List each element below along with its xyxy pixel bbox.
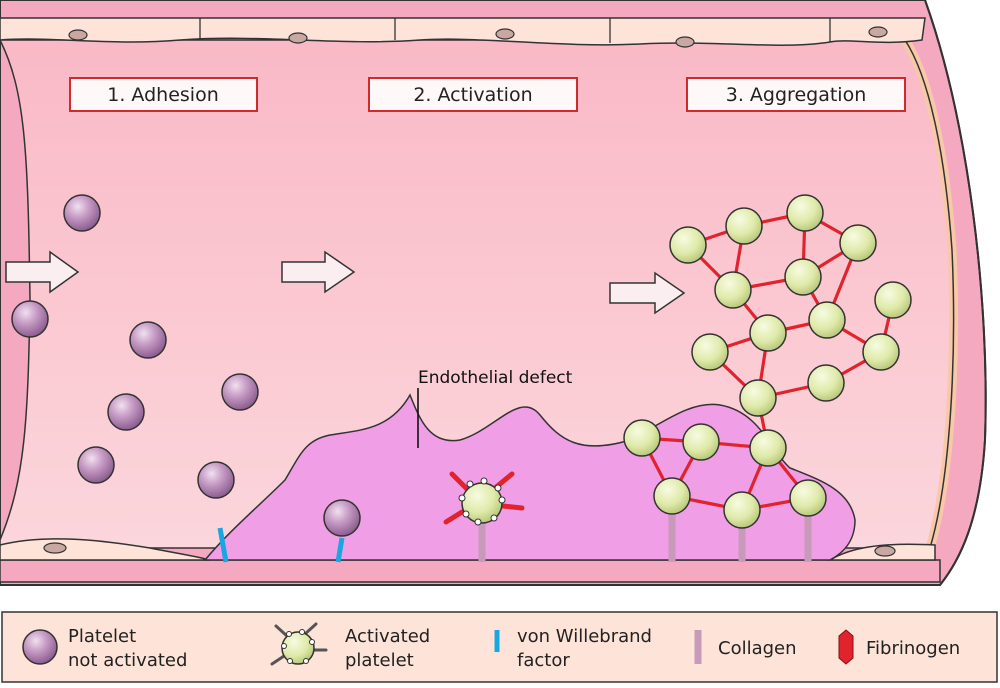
activated-platelet-icon — [623, 419, 661, 457]
platelet-icon — [129, 321, 167, 359]
endothelium-top — [0, 17, 926, 48]
platelet-icon — [63, 194, 101, 232]
activated-platelet-icon — [807, 364, 845, 402]
activated-platelet-icon — [874, 281, 912, 319]
platelet-icon — [221, 373, 259, 411]
legend-vwf-line1: von Willebrand — [517, 626, 652, 647]
legend-collagen: Collagen — [718, 638, 797, 659]
stage-label-activation: 2. Activation — [368, 77, 578, 112]
activated-platelet-icon — [714, 271, 752, 309]
stage-label-aggregation: 3. Aggregation — [686, 77, 906, 112]
vwf-icon — [335, 537, 345, 563]
aggregation-collagen — [668, 515, 812, 562]
activated-platelet-icon — [270, 622, 328, 666]
activated-platelet-icon — [749, 429, 787, 467]
endothelium-bottom — [0, 538, 936, 561]
activated-platelet-icon — [682, 423, 720, 461]
activated-platelet-icon — [725, 207, 763, 245]
platelet-icon — [77, 446, 115, 484]
platelet-icon — [107, 393, 145, 431]
activated-platelet-icon — [749, 314, 787, 352]
activated-platelet-icon — [808, 301, 846, 339]
activated-platelet-icon — [691, 333, 729, 371]
legend-platelet-line1: Platelet — [68, 626, 136, 647]
legend-platelet-line2: not activated — [68, 650, 187, 671]
legend: Platelet not activated Activated platele… — [1, 611, 998, 683]
stage-aggregation-text: 3. Aggregation — [726, 84, 866, 106]
legend-activated-line2: platelet — [345, 650, 414, 671]
activated-platelet-icon — [739, 379, 777, 417]
adhesion-site — [217, 499, 361, 563]
activated-platelet-icon — [653, 477, 691, 515]
platelet-icon — [197, 461, 235, 499]
stage-label-adhesion: 1. Adhesion — [69, 77, 258, 112]
platelet-icon — [11, 300, 49, 338]
free-platelets — [11, 194, 259, 499]
legend-activated-line1: Activated — [345, 626, 430, 647]
legend-vwf-line2: factor — [517, 650, 570, 671]
fibrinogen-icon — [838, 629, 854, 665]
activated-platelet-icon — [839, 224, 877, 262]
annotation-endothelial-defect: Endothelial defect — [418, 368, 573, 388]
flow-arrow-icon — [281, 250, 356, 294]
flow-arrow-icon — [5, 250, 80, 294]
activated-platelet-icon — [789, 479, 827, 517]
platelet-icon — [22, 629, 58, 665]
platelet-icon — [323, 499, 361, 537]
stage-activation-text: 2. Activation — [413, 84, 532, 106]
activated-platelet-icon — [723, 491, 761, 529]
vwf-icon — [217, 527, 229, 563]
stage-adhesion-text: 1. Adhesion — [107, 84, 218, 106]
activated-platelet-icon — [784, 258, 822, 296]
activated-platelet-icon — [786, 194, 824, 232]
activated-platelet-icon — [669, 226, 707, 264]
aggregated-platelets — [623, 194, 912, 529]
flow-arrow-icon — [609, 271, 686, 315]
legend-fibrinogen: Fibrinogen — [866, 638, 960, 659]
activated-platelet-icon — [862, 333, 900, 371]
activation-site — [443, 471, 525, 562]
